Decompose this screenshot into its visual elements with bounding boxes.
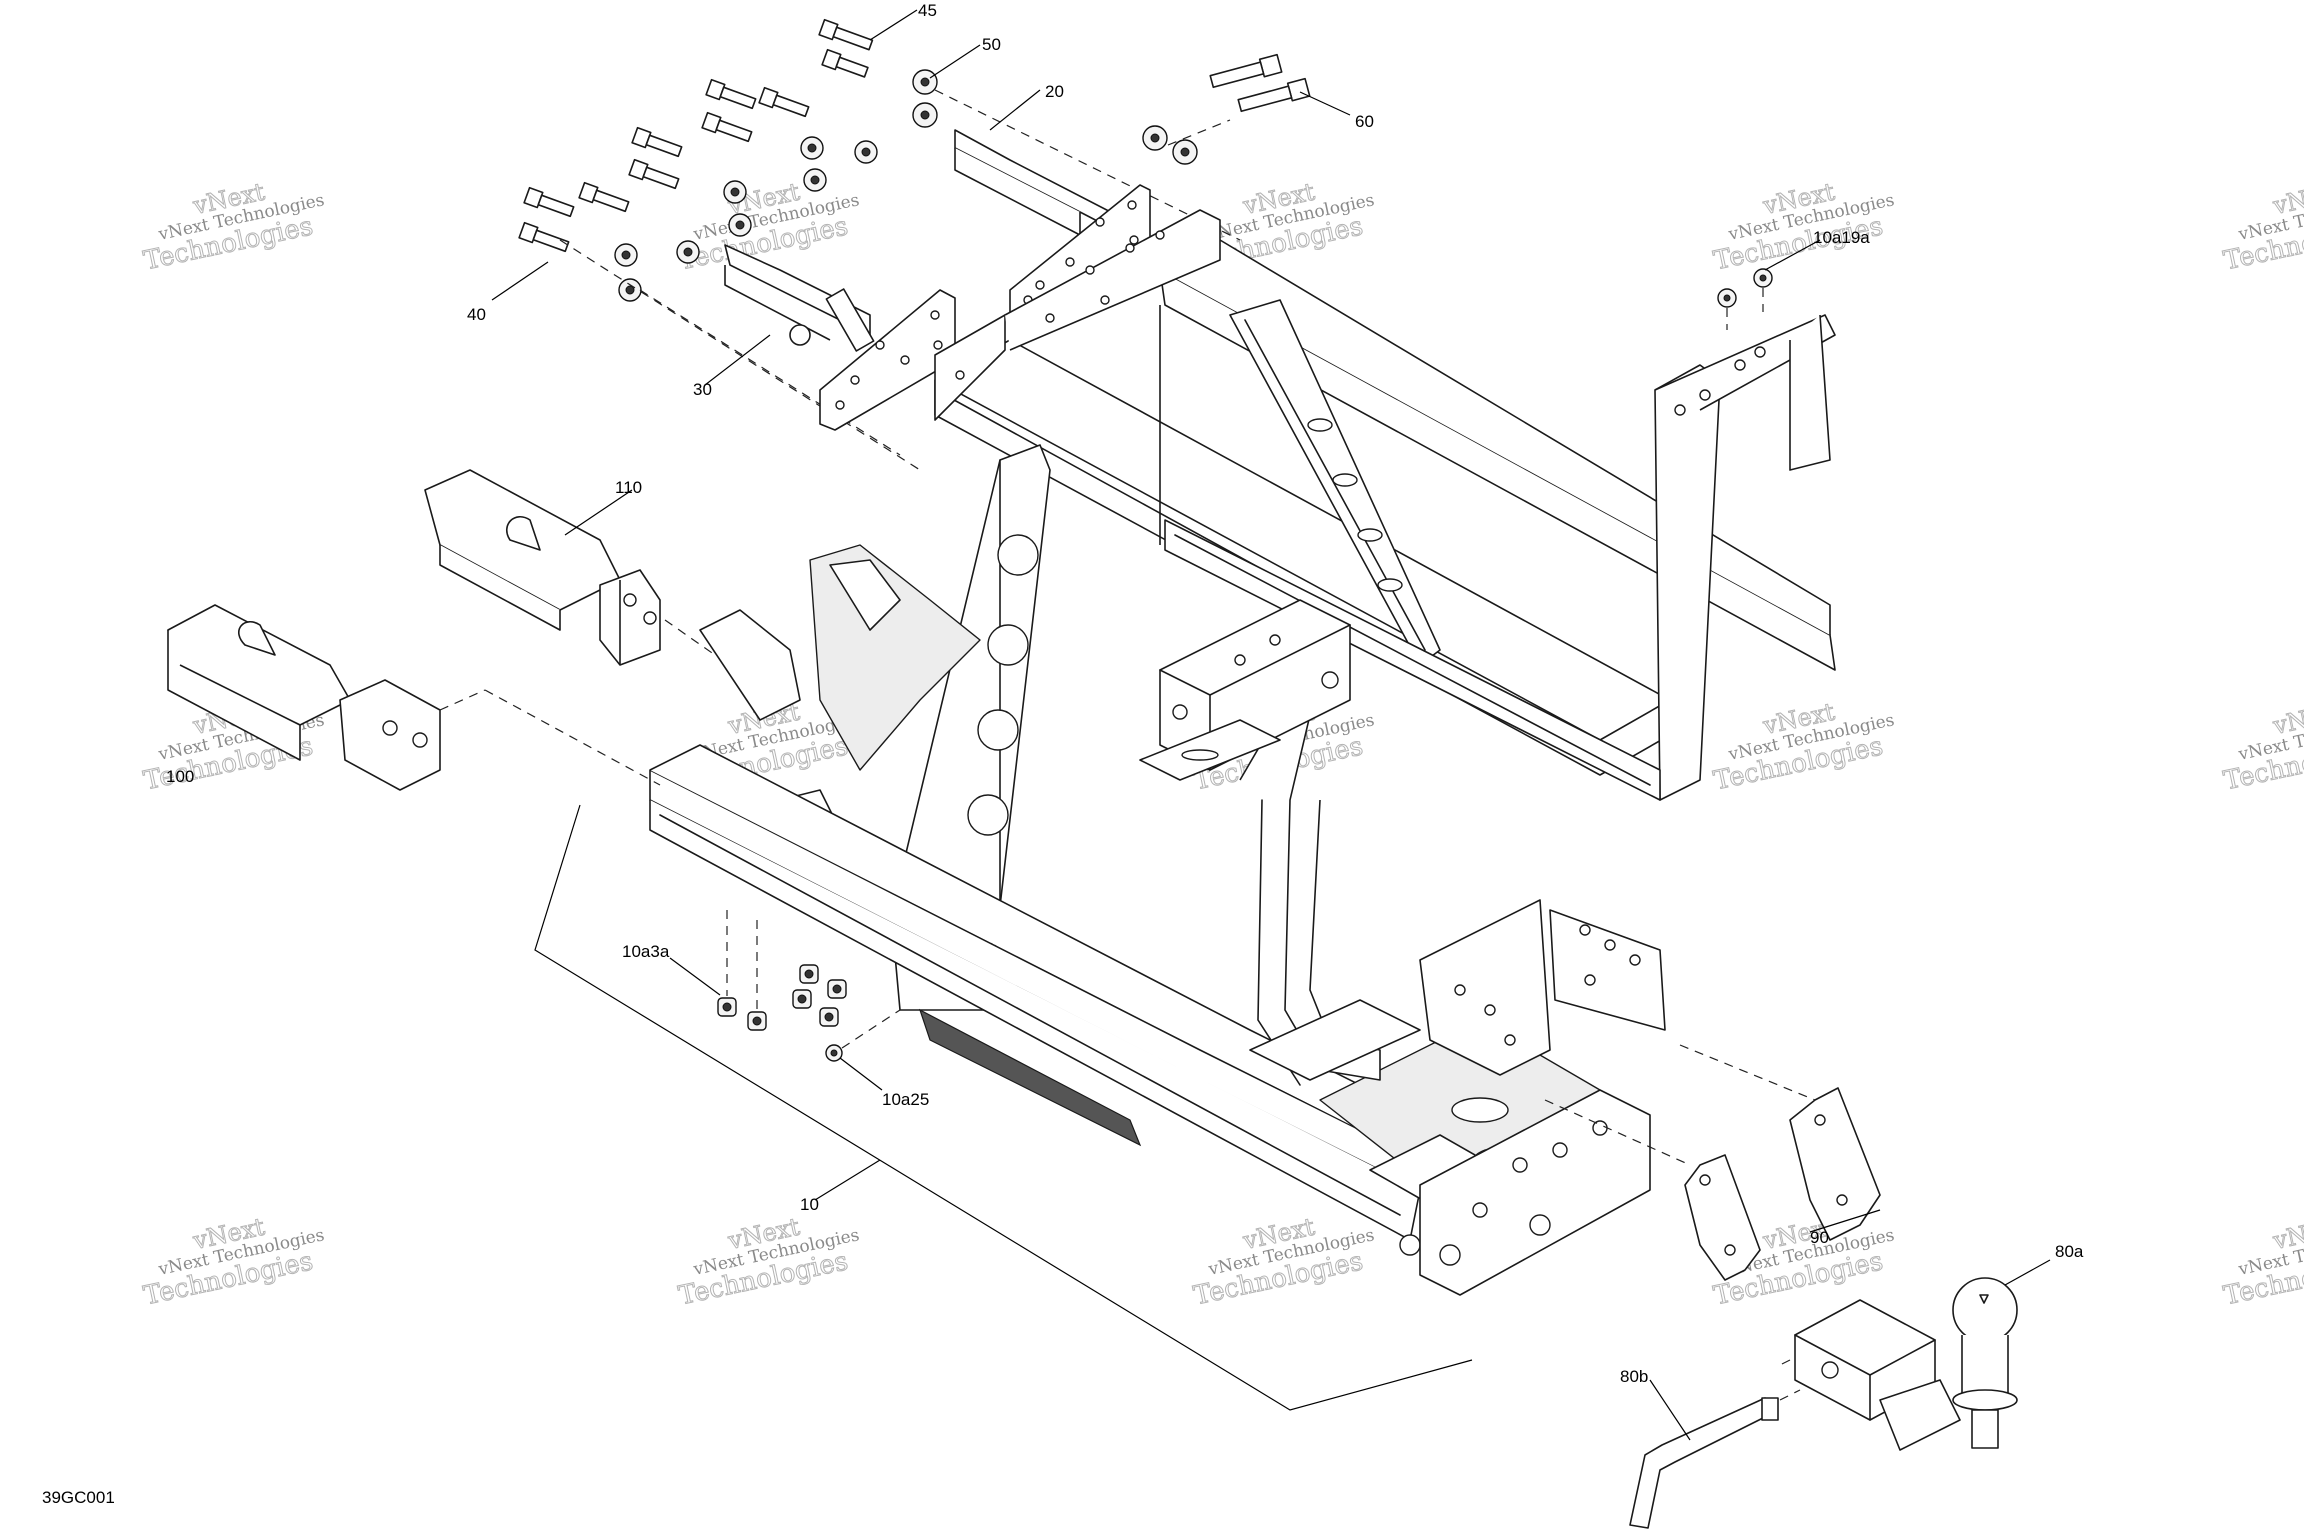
leader-lines xyxy=(491,9,2051,1441)
plate-group-90[interactable] xyxy=(1544,1044,1881,1281)
callout-45: 45 xyxy=(918,1,937,20)
callout-60: 60 xyxy=(1355,112,1374,131)
callout-80a: 80a xyxy=(2055,1242,2084,1261)
callout-50: 50 xyxy=(982,35,1001,54)
bracket-30[interactable] xyxy=(724,244,956,431)
drawing-code: 39GC001 xyxy=(42,1488,115,1507)
callout-90: 90 xyxy=(1810,1228,1829,1247)
extension-100[interactable] xyxy=(167,604,441,791)
callout-40: 40 xyxy=(467,305,486,324)
callout-10a3a: 10a3a xyxy=(622,942,670,961)
bracket-20[interactable] xyxy=(954,129,1151,323)
callout-10a19a: 10a19a xyxy=(1813,228,1870,247)
callout-labels: 45 50 20 60 40 30 10a19a 110 100 10a3a 1… xyxy=(42,1,2084,1507)
callout-80b: 80b xyxy=(1620,1367,1648,1386)
nut-group-50[interactable] xyxy=(912,69,938,128)
callout-30: 30 xyxy=(693,380,712,399)
callout-10a25: 10a25 xyxy=(882,1090,929,1109)
screw-10a25[interactable] xyxy=(825,1009,901,1062)
callout-20: 20 xyxy=(1045,82,1064,101)
hitch-ball-80a[interactable] xyxy=(1779,1277,2018,1451)
callout-110: 110 xyxy=(615,478,642,497)
callout-100: 100 xyxy=(166,767,194,786)
bolt-group-40[interactable] xyxy=(518,78,878,302)
fastener-group-10a3a[interactable] xyxy=(717,910,847,1031)
bolt-group-60[interactable] xyxy=(1142,53,1311,165)
nut-group-10a19a[interactable] xyxy=(1717,268,1773,330)
bolt-group-45[interactable] xyxy=(818,18,874,80)
hitch-pin-80b[interactable] xyxy=(1629,1389,1801,1529)
main-frame-10[interactable] xyxy=(649,209,1836,1296)
extension-110[interactable] xyxy=(424,469,661,666)
callout-10: 10 xyxy=(800,1195,819,1214)
